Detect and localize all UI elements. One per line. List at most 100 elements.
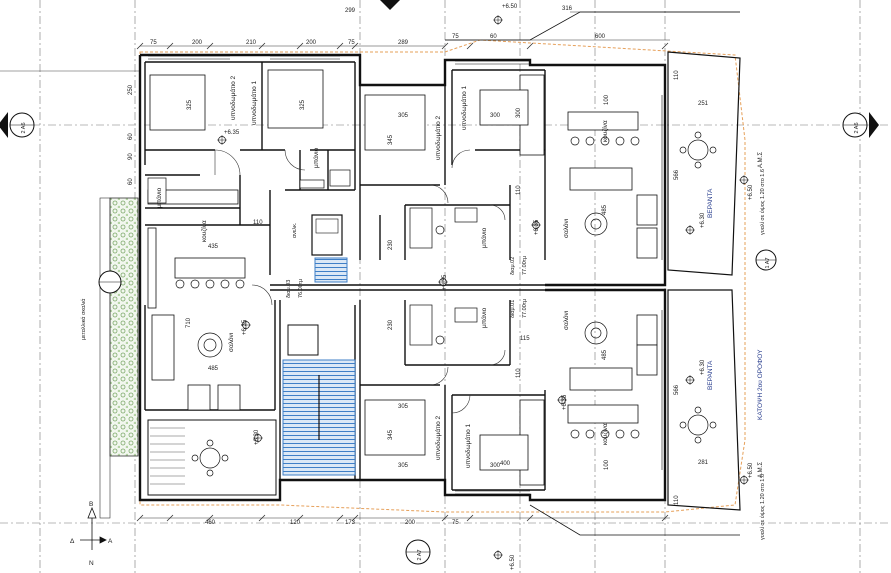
room-kitchen-w: κουζίνα <box>200 220 208 242</box>
dim-r-1: 110 <box>674 70 680 80</box>
dim-r-7: 251 <box>698 101 709 107</box>
dim-r-6: 100 <box>604 459 610 470</box>
level-corridor: +6.35 <box>442 274 448 290</box>
section-marker-labels: 2 A6 2 A6 2 A7 1 A7 <box>21 122 860 560</box>
dim-bot-4: 200 <box>405 520 416 526</box>
level-labels: +6.35 +6.35 +6.35 +6.35 +6.35 +6.30 +6.3… <box>224 4 766 570</box>
chair-icon <box>600 136 610 146</box>
dim-l-1: 250 <box>128 84 134 95</box>
railing-note-s: γυαλί σε ύψος 1.20 στο 1.6 <box>759 474 766 540</box>
level-marker-icon <box>438 277 448 287</box>
dim-top-8: 60 <box>490 34 497 40</box>
dim-r-4: 110 <box>674 495 680 505</box>
interior-dimension-labels: 325 325 305 345 300 300 485 485 435 710 … <box>186 99 608 469</box>
dim-top-3: 210 <box>246 40 257 46</box>
level-marker-icon <box>217 135 227 145</box>
verandas <box>445 11 741 536</box>
left-dimension-labels: 250 60 90 60 <box>128 84 134 185</box>
section-east-label: 1 A7 <box>765 257 771 268</box>
level-veranda-n: +6.30 <box>700 212 706 228</box>
room-bedroom1-ne: υπνοδωμάτιο 1 <box>460 85 468 130</box>
elevator-label: ανελκ. <box>292 222 298 238</box>
level-marker-icon <box>739 175 749 185</box>
elevator-shaft <box>311 214 343 256</box>
room-veranda-n: ΒΕΡΑΝΤΑ <box>707 188 714 218</box>
dim-i-10: 710 <box>186 317 192 328</box>
dim-i-15: 300 <box>490 463 501 469</box>
dim-i-9: 435 <box>208 244 219 250</box>
terrace-deck-lines <box>150 427 185 485</box>
right-dimension-labels: 110 100 566 110 566 100 251 281 <box>604 70 709 505</box>
dim-i-7: 485 <box>602 204 608 215</box>
door-swings <box>214 149 506 414</box>
chair-icon <box>235 279 245 289</box>
dim-tick <box>206 42 214 50</box>
amx-n-label: Α.Μ.Σ <box>758 152 764 168</box>
dim-top-10: 316 <box>562 6 573 12</box>
level-marker-icon <box>685 225 695 235</box>
apt1-label: διαμ.01 <box>510 300 516 318</box>
dim-tick <box>136 514 144 522</box>
chair-icon <box>175 279 185 289</box>
dim-tick <box>466 514 474 522</box>
room-labels: υπνοδωμάτιο 2 υπνοδωμάτιο 1 υπνοδωμάτιο … <box>80 75 764 468</box>
chair-icon <box>615 136 625 146</box>
dim-r-5: 566 <box>674 384 680 395</box>
compass-west: Δ <box>70 538 75 545</box>
planter-area <box>109 197 139 457</box>
room-living-w: σαλόνι <box>227 332 235 352</box>
chair-icon <box>220 279 230 289</box>
chair-icon <box>615 429 625 439</box>
dim-r-8: 281 <box>698 460 709 466</box>
dimension-ticks <box>136 42 669 522</box>
dim-l-2: 60 <box>128 133 134 140</box>
apt3-area: 76.00τμ <box>298 279 304 298</box>
room-bath-west: μπάνιο <box>155 187 163 208</box>
stair-lift <box>287 324 319 356</box>
entry-steps <box>314 257 348 283</box>
section-marker-right <box>842 112 879 138</box>
chair-icon <box>190 279 200 289</box>
compass-north: Β <box>89 501 93 508</box>
interior-walls <box>144 60 546 495</box>
elevator-car <box>315 218 339 234</box>
dim-i-6: 300 <box>516 107 522 118</box>
dim-i-13: 305 <box>398 463 409 469</box>
chair-icon <box>205 279 215 289</box>
chair-icon <box>630 136 640 146</box>
chair-icon <box>600 429 610 439</box>
dim-top-11: 299 <box>345 8 356 14</box>
railing-note-n: γυαλί σε ύψος 1.20 στο 1.6 <box>759 169 766 235</box>
level-marker-icon <box>253 433 263 443</box>
level-living-se: +6.35 <box>562 394 568 410</box>
level-markers <box>217 15 749 560</box>
beds <box>149 69 529 471</box>
chair-icon <box>570 429 580 439</box>
terrace <box>147 419 277 496</box>
dim-i-12: 345 <box>388 429 394 440</box>
section-right-label: 2 A6 <box>854 122 860 133</box>
dim-i-5: 300 <box>490 113 501 119</box>
room-kitchen-se: κουζίνα <box>601 423 609 445</box>
dim-tick <box>661 42 669 50</box>
level-living-w: +6.35 <box>242 319 248 335</box>
level-top: +6.50 <box>502 4 518 10</box>
dim-i-3: 305 <box>398 113 409 119</box>
dim-i-20: 115 <box>520 336 530 342</box>
dim-i-14: 305 <box>398 404 409 410</box>
dim-r-2: 100 <box>604 94 610 105</box>
bath-fixtures <box>147 169 478 346</box>
dim-l-4: 60 <box>128 178 134 185</box>
kitchen-counters <box>147 74 545 486</box>
dim-i-22: 110 <box>516 368 522 378</box>
dim-tick <box>336 42 344 50</box>
dim-tick <box>351 514 359 522</box>
dim-top-6: 289 <box>398 40 409 46</box>
dim-bot-3: 173 <box>345 520 356 526</box>
chair-icon <box>630 429 640 439</box>
amx-s-label: Α.Μ.Σ <box>758 462 764 478</box>
dim-tick <box>258 514 266 522</box>
level-bottom: +6.50 <box>510 554 516 570</box>
level-marker-icon <box>739 475 749 485</box>
